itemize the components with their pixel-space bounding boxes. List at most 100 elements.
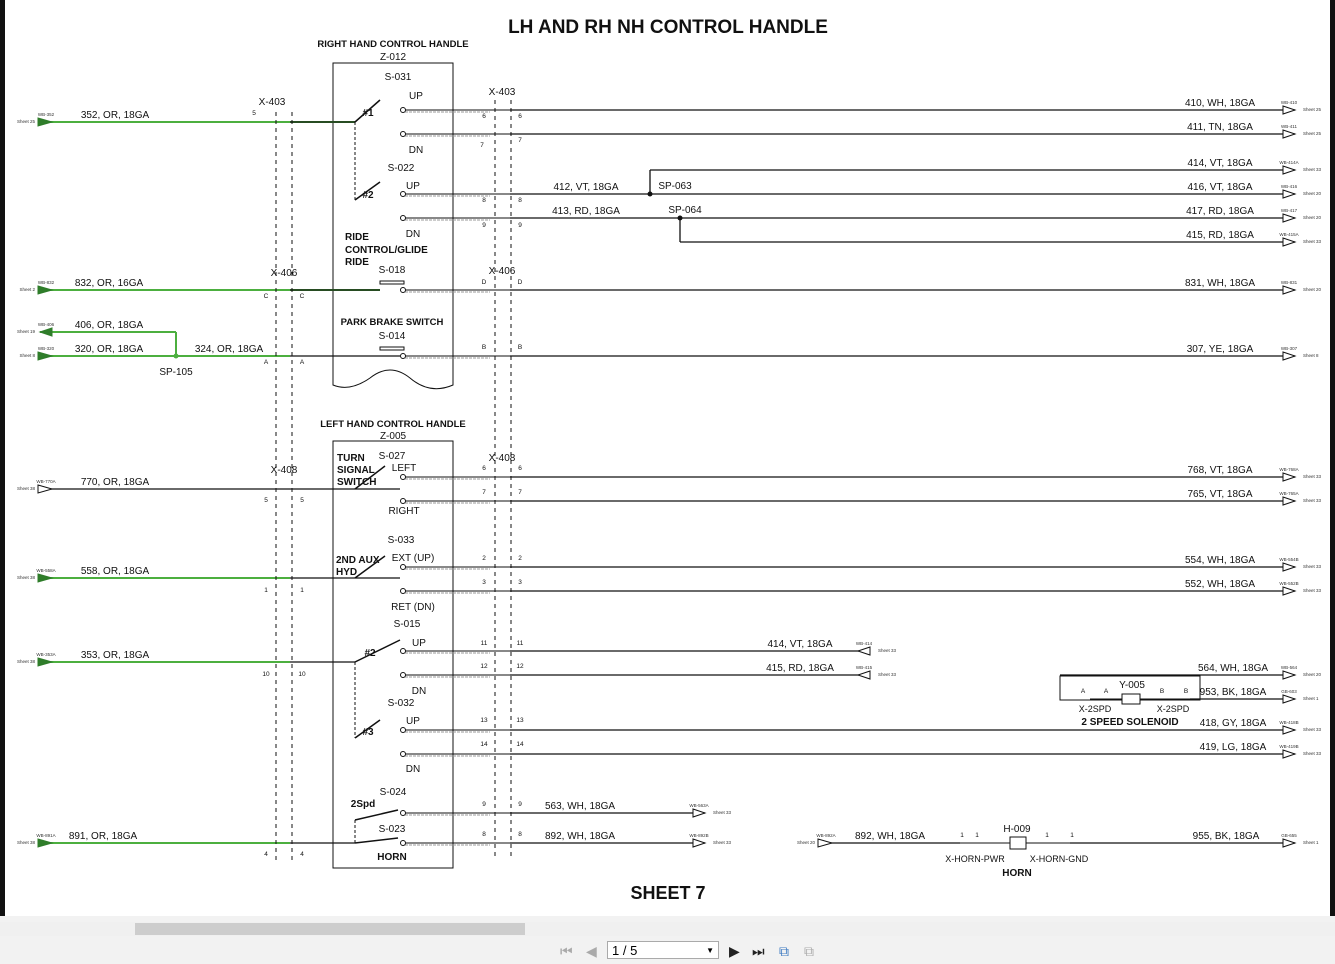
wire-end-arrow bbox=[856, 646, 871, 656]
wire-label: 410, WH, 18GA bbox=[1185, 98, 1255, 109]
fit-page-icon[interactable]: ⧉ bbox=[779, 943, 789, 959]
switch-lever bbox=[354, 719, 381, 739]
scrollbar-thumb[interactable] bbox=[135, 923, 525, 935]
rh-title: RIGHT HAND CONTROL HANDLE bbox=[317, 39, 468, 50]
page-select[interactable]: 1 / 5▼ bbox=[607, 941, 719, 959]
solenoid-icon bbox=[1121, 693, 1141, 705]
pin-label: 10 bbox=[298, 671, 306, 678]
fit-width-icon[interactable]: ⧉ bbox=[804, 943, 814, 959]
wire-end-arrow bbox=[1282, 749, 1297, 759]
pin-label: 12 bbox=[480, 663, 488, 670]
sheet-ref: Sheet 33 bbox=[713, 810, 732, 815]
pin-label: C bbox=[300, 293, 305, 300]
connector-label: X-406 bbox=[489, 266, 516, 277]
pin-label: 9 bbox=[482, 801, 486, 808]
wb-tag: WB-552B bbox=[1279, 581, 1298, 586]
sheet-ref: Sheet 38 bbox=[17, 575, 36, 580]
splice-label: SP-063 bbox=[658, 181, 692, 192]
wire-label: 953, BK, 18GA bbox=[1200, 687, 1267, 698]
wire-end-arrow bbox=[37, 484, 54, 494]
wire-end-arrow bbox=[1282, 165, 1297, 175]
next-page-icon[interactable]: ▶ bbox=[729, 943, 740, 959]
switch-id: S-014 bbox=[379, 331, 406, 342]
wire-label: 770, OR, 18GA bbox=[81, 477, 150, 488]
viewer-toolbar: ⏮ ◀ 1 / 5▼ ▶ ⏭ ⧉ ⧉ bbox=[0, 916, 1335, 964]
wire-label: 564, WH, 18GA bbox=[1198, 663, 1268, 674]
wiring-diagram: LH AND RH NH CONTROL HANDLE SHEET 7 RIGH… bbox=[17, 17, 1322, 903]
wire-label: 892, WH, 18GA bbox=[855, 831, 925, 842]
wire-end-arrow bbox=[1282, 496, 1297, 506]
wire-end-arrow bbox=[1282, 838, 1297, 848]
wire-end-arrow bbox=[1282, 472, 1297, 482]
switch-contact bbox=[400, 727, 406, 733]
sheet-ref: Sheet 20 bbox=[797, 840, 816, 845]
wire-label: 415, RD, 18GA bbox=[1186, 230, 1254, 241]
switch-lever bbox=[354, 837, 399, 844]
pin-label: 1 bbox=[300, 587, 304, 594]
switch-contact bbox=[400, 191, 406, 197]
splice-label: SP-105 bbox=[159, 367, 193, 378]
wb-tag: WB-307 bbox=[1281, 346, 1298, 351]
wire-label: 416, VT, 18GA bbox=[1187, 182, 1252, 193]
pin-label: 4 bbox=[300, 851, 304, 858]
switch-desc: 2Spd bbox=[351, 799, 375, 810]
first-page-icon[interactable]: ⏮ bbox=[560, 943, 573, 959]
wire-end-arrow bbox=[37, 117, 54, 127]
sheet-ref: Sheet 25 bbox=[17, 119, 36, 124]
switch-pos: RIGHT bbox=[388, 506, 419, 517]
wire-end-arrow bbox=[1282, 189, 1297, 199]
lh-title: LEFT HAND CONTROL HANDLE bbox=[320, 419, 465, 430]
switch-desc: RIDE bbox=[345, 257, 369, 268]
wire-label: 765, VT, 18GA bbox=[1187, 489, 1252, 500]
wire-end-arrow bbox=[1282, 285, 1297, 295]
connector-label: X-HORN-GND bbox=[1030, 854, 1089, 864]
wb-tag: WB-768A bbox=[1279, 467, 1298, 472]
connector-label: X-406 bbox=[271, 268, 298, 279]
lh-handle-box bbox=[332, 440, 454, 869]
prev-page-icon[interactable]: ◀ bbox=[586, 943, 597, 959]
wire-end-arrow bbox=[817, 838, 834, 848]
last-page-icon[interactable]: ⏭ bbox=[752, 943, 765, 959]
sheet-ref: Sheet 1 bbox=[1303, 840, 1319, 845]
sheet-ref: Sheet 38 bbox=[17, 486, 36, 491]
wire-end-arrow bbox=[1282, 129, 1297, 139]
pin-label: 9 bbox=[518, 801, 522, 808]
switch-lever bbox=[354, 809, 399, 821]
wire-label: 955, BK, 18GA bbox=[1193, 831, 1260, 842]
sheet-label: SHEET 7 bbox=[630, 883, 705, 903]
switch-pos: UP bbox=[406, 181, 420, 192]
sheet-ref: Sheet 8 bbox=[19, 353, 35, 358]
switch-id: S-015 bbox=[394, 619, 421, 630]
horizontal-scrollbar[interactable] bbox=[0, 922, 1335, 936]
wire-end-arrow bbox=[37, 351, 54, 361]
sheet-ref: Sheet 20 bbox=[1303, 191, 1322, 196]
pin-label: 6 bbox=[518, 113, 522, 120]
switch-desc: HORN bbox=[377, 852, 406, 863]
switch-pos: EXT (UP) bbox=[392, 553, 435, 564]
switch-contact bbox=[400, 810, 406, 816]
wire-end-arrow bbox=[37, 285, 54, 295]
wb-tag: WB-892B bbox=[689, 833, 708, 838]
pin-label: C bbox=[264, 293, 269, 300]
sheet-ref: Sheet 1 bbox=[1303, 696, 1319, 701]
switch-pos: DN bbox=[412, 686, 426, 697]
wb-tag: WB-418B bbox=[1279, 720, 1298, 725]
pin-label: 14 bbox=[516, 741, 524, 748]
sheet-ref: Sheet 19 bbox=[17, 329, 36, 334]
pin-label: 6 bbox=[482, 113, 486, 120]
wire-label: 414, VT, 18GA bbox=[767, 639, 832, 650]
wire-label: 558, OR, 18GA bbox=[81, 566, 150, 577]
pin-label: 5 bbox=[300, 497, 304, 504]
